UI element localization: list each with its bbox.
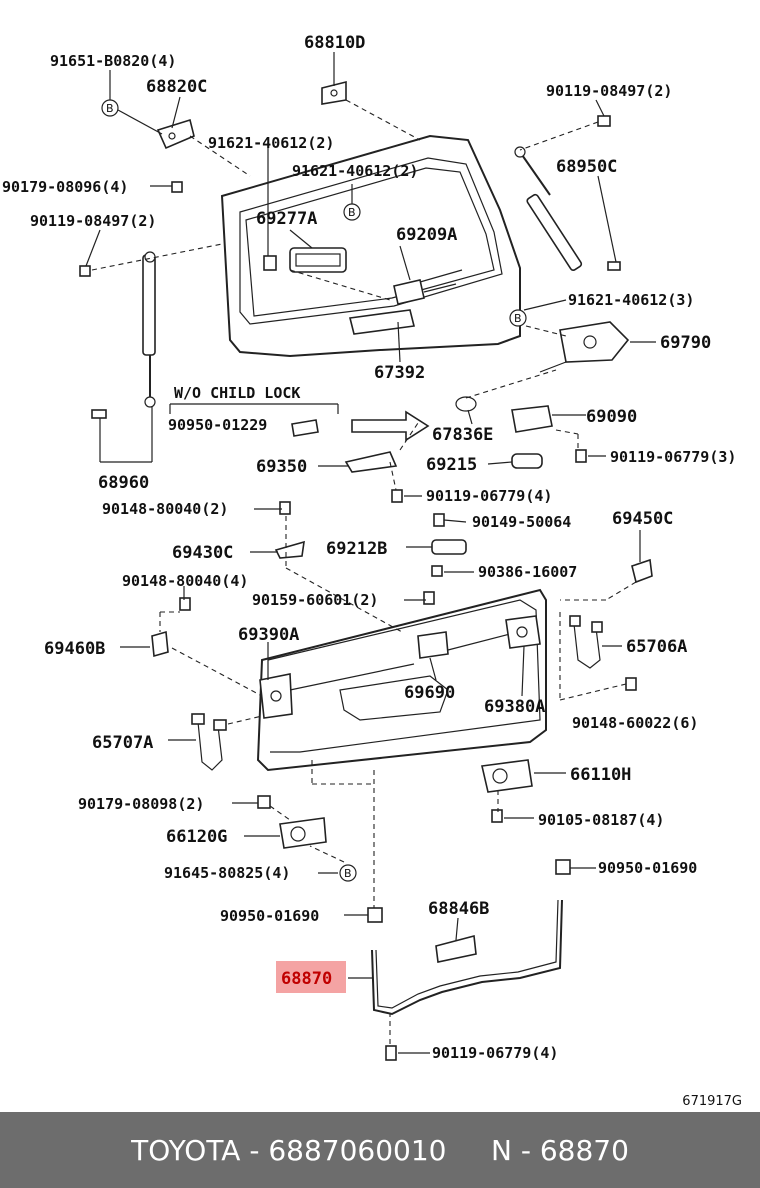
label-65707a: 65707A: [92, 733, 153, 753]
label-wo-child-lock: W/O CHILD LOCK: [174, 384, 300, 402]
switch-65706a: [569, 615, 603, 669]
label-91621a: 91621-40612(2): [208, 134, 334, 152]
label-69450c: 69450C: [612, 509, 673, 529]
label-90148a: 90148-80040(2): [102, 500, 228, 518]
label-68960: 68960: [98, 473, 149, 493]
footer-text: TOYOTA - 6887060010 N - 68870: [131, 1133, 629, 1167]
lock-assembly-69790: [539, 321, 630, 373]
bracket-69350: [344, 451, 398, 473]
svg-text:B: B: [514, 312, 522, 325]
wire-harness-68870: [371, 899, 563, 1016]
label-91651: 91651-B0820(4): [50, 52, 176, 70]
label-90950a: 90950-01229: [168, 416, 267, 434]
label-91621b: 91621-40612(2): [292, 162, 418, 180]
label-66110h: 66110H: [570, 765, 631, 785]
label-90148c: 90148-60022(6): [572, 714, 698, 732]
motor-66110h: [481, 759, 533, 793]
label-67392: 67392: [374, 363, 425, 383]
label-69430c: 69430C: [172, 543, 233, 563]
parts-diagram: B B B B 91651-B0820(4) 68820C 68810D 901…: [2, 33, 736, 1062]
label-90119c: 90119-06779(3): [610, 448, 736, 466]
label-69790: 69790: [660, 333, 711, 353]
cover-69450c: [631, 558, 653, 584]
label-90950b: 90950-01690: [598, 859, 697, 877]
handle-67392: [349, 309, 415, 335]
right-gas-strut: [514, 146, 583, 271]
label-90148b: 90148-80040(4): [122, 572, 248, 590]
label-90105: 90105-08187(4): [538, 811, 664, 829]
label-69277a: 69277A: [256, 209, 317, 229]
label-91621c: 91621-40612(3): [568, 291, 694, 309]
label-68810d: 68810D: [304, 33, 365, 53]
label-69690: 69690: [404, 683, 455, 703]
label-90179a: 90179-08096(4): [2, 178, 128, 196]
label-65706a: 65706A: [626, 637, 687, 657]
striker-69460b: [151, 630, 169, 658]
label-68820c: 68820C: [146, 77, 207, 97]
motor-66120g: [279, 817, 327, 849]
label-90179b: 90179-08098(2): [78, 795, 204, 813]
label-90149: 90149-50064: [472, 513, 571, 531]
label-90950c: 90950-01690: [220, 907, 319, 925]
label-69209a: 69209A: [396, 225, 457, 245]
license-light-69277a: [263, 247, 347, 273]
footer-bar: TOYOTA - 6887060010 N - 68870: [0, 1112, 760, 1188]
label-68870: 68870: [281, 969, 332, 989]
cover-67836e: [455, 396, 477, 412]
handle-69215: [511, 453, 543, 469]
svg-text:B: B: [348, 206, 356, 219]
wo-child-lock-part: [291, 419, 319, 437]
lock-69390a: [259, 663, 415, 719]
leader-lines: [85, 52, 656, 1054]
b-markers: B B B B: [101, 99, 527, 882]
reference-code: 671917G: [682, 1094, 742, 1109]
cylinder-69690: [417, 631, 511, 659]
cover-69430c: [274, 540, 305, 559]
label-69090: 69090: [586, 407, 637, 427]
cover-69212b: [431, 539, 467, 555]
label-90386: 90386-16007: [478, 563, 577, 581]
highlight-68870: [276, 961, 346, 993]
label-67836e: 67836E: [432, 425, 493, 445]
actuator-69090: [511, 405, 553, 433]
clamp-68846b: [435, 934, 477, 963]
back-door-lower-panel: [256, 588, 547, 772]
label-69215: 69215: [426, 455, 477, 475]
label-69460b: 69460B: [44, 639, 105, 659]
hinge-68820c: [156, 118, 195, 150]
svg-text:B: B: [344, 867, 352, 880]
label-90119a: 90119-08497(2): [546, 82, 672, 100]
label-69380a: 69380A: [484, 697, 545, 717]
label-90119e: 90119-06779(4): [432, 1044, 558, 1062]
label-90119d: 90119-06779(4): [426, 487, 552, 505]
label-91645: 91645-80825(4): [164, 864, 290, 882]
label-68950c: 68950C: [556, 157, 617, 177]
lock-69209a: [393, 269, 463, 305]
left-gas-strut: [142, 251, 156, 408]
label-69390a: 69390A: [238, 625, 299, 645]
arrow: [351, 410, 430, 442]
label-90159: 90159-60601(2): [252, 591, 378, 609]
switch-65707a: [191, 713, 227, 771]
back-door-upper-panel: [220, 134, 521, 358]
svg-text:B: B: [106, 102, 114, 115]
part-labels: 91651-B0820(4) 68820C 68810D 90119-08497…: [2, 33, 736, 1062]
label-90119b: 90119-08497(2): [30, 212, 156, 230]
lock-69380a: [505, 615, 541, 649]
label-66120g: 66120G: [166, 827, 227, 847]
label-68846b: 68846B: [428, 899, 489, 919]
label-69212b: 69212B: [326, 539, 387, 559]
label-69350: 69350: [256, 457, 307, 477]
